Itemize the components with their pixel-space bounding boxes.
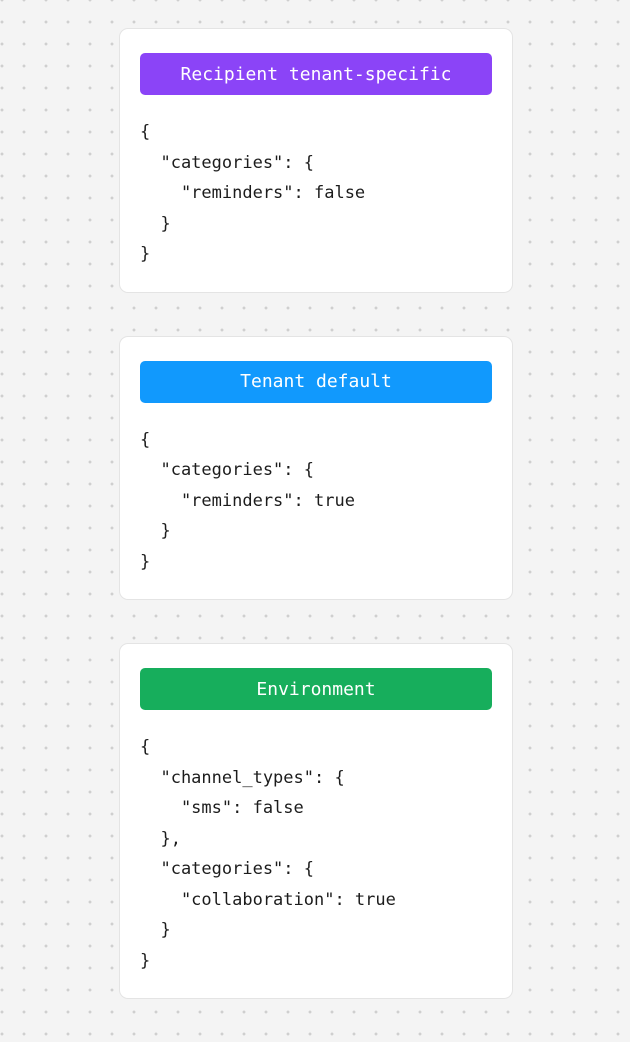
preference-card-recipient-tenant-specific: Recipient tenant-specific { "categories"… xyxy=(119,28,513,293)
card-code-block-environment: { "channel_types": { "sms": false }, "ca… xyxy=(140,737,396,971)
preference-card-environment: Environment { "channel_types": { "sms": … xyxy=(119,643,513,999)
card-header-tenant-default: Tenant default xyxy=(140,360,492,403)
preference-card-tenant-default: Tenant default { "categories": { "remind… xyxy=(119,335,513,600)
preference-layer-stack: Recipient tenant-specific { "categories"… xyxy=(119,28,513,999)
card-header-environment: Environment xyxy=(140,668,492,710)
card-header-recipient-tenant-specific: Recipient tenant-specific xyxy=(140,53,492,95)
card-code-block-tenant-default: { "categories": { "reminders": true } } xyxy=(140,429,355,572)
card-code-block-recipient-tenant-specific: { "categories": { "reminders": false } } xyxy=(140,122,366,264)
